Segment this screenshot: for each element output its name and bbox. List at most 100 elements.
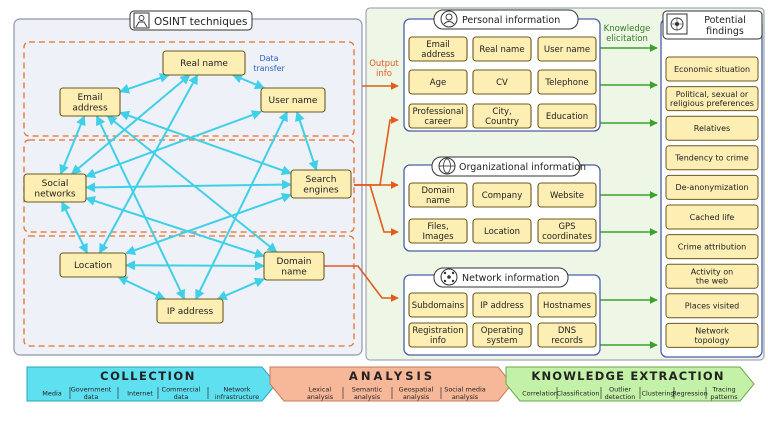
- osint-title-tab: [129, 10, 253, 31]
- network-icon: [440, 268, 458, 286]
- personal-item-1-text-1: Email: [426, 40, 450, 50]
- output-info-label-1: Output: [369, 59, 399, 69]
- network-item-2-text: IP address: [480, 301, 524, 311]
- node-email: [59, 87, 121, 117]
- knowledge-item-6-text-1: Tracing: [711, 386, 735, 394]
- network-title-tab: [433, 267, 569, 288]
- collection-band: [26, 366, 277, 402]
- person-icon: [440, 10, 458, 28]
- knowledge-item-1-text: Correlation: [522, 389, 558, 397]
- finding-1-text: Economic situation: [674, 65, 750, 74]
- knowledge-elicitation-label-1: Knowledge: [604, 24, 651, 34]
- link-real-name-user-name: [231, 73, 266, 90]
- collection-item-1-text: Media: [42, 389, 62, 397]
- analysis-item-3-text-2: analysis: [403, 393, 430, 401]
- knowledge-elicitation-label-2: elicitation: [606, 34, 648, 44]
- collection-item-3-text: Internet: [127, 389, 153, 397]
- organizational-title-tab: [431, 156, 581, 177]
- link-location-ip: [117, 276, 166, 300]
- organizational-item-4: [408, 218, 468, 244]
- knowledge-item-4-text: Clustering: [641, 389, 674, 397]
- organizational-item-5-text: Location: [484, 227, 520, 237]
- collection-item-5-text-2: infrastructure: [215, 393, 259, 401]
- data-transfer-label-2: transfer: [253, 64, 285, 73]
- node-real-name: [162, 50, 246, 76]
- network-item-4-text-1: Registration: [412, 326, 463, 336]
- node-domain-text-2: name: [281, 267, 307, 277]
- network-item-1: [408, 292, 468, 318]
- organizational-item-1-text-1: Domain: [422, 186, 455, 196]
- node-location-text: Location: [74, 261, 112, 271]
- potential-findings-title-1: Potential: [704, 15, 746, 26]
- finding-9: [665, 293, 759, 319]
- personal-item-5: [472, 69, 532, 95]
- link-social-location: [61, 201, 88, 254]
- network-item-6-text-2: records: [551, 336, 583, 346]
- globe-icon: [438, 157, 456, 175]
- personal-item-7-text-1: Professional: [412, 107, 463, 117]
- organizational-item-3-text: Website: [550, 191, 584, 201]
- finding-2: [665, 86, 759, 112]
- organizational-item-1: [408, 182, 468, 208]
- network-item-5-text-2: system: [487, 336, 518, 346]
- finding-3: [665, 115, 759, 141]
- node-domain-text-1: Domain: [277, 257, 312, 267]
- node-user-name: [260, 87, 326, 113]
- link-social-search: [85, 179, 292, 193]
- personal-item-4: [408, 69, 468, 95]
- organizational-item-1-text-2: name: [426, 196, 450, 206]
- finding-8-text-2: the web: [696, 277, 728, 286]
- organizational-item-4-text-2: Images: [422, 232, 454, 242]
- output-info-label-2: info: [376, 69, 392, 79]
- knowledge-item-5-text: Regression: [672, 389, 708, 397]
- node-search-text-1: Search: [306, 175, 337, 185]
- personal-item-1: [408, 36, 468, 62]
- findings-icon: [666, 13, 688, 35]
- finding-10: [665, 322, 759, 348]
- network-title: Network information: [462, 273, 560, 284]
- analysis-item-1-text-1: Lexical: [309, 386, 332, 394]
- network-item-5: [472, 322, 532, 348]
- section-identity: [23, 41, 355, 137]
- output-info-arrows: [324, 82, 399, 302]
- network-item-5-text-1: Operating: [481, 326, 524, 336]
- personal-item-9: [537, 103, 597, 129]
- finding-7-text: Crime attribution: [678, 242, 747, 251]
- network-item-2: [472, 292, 532, 318]
- finding-6-text: Cached life: [690, 213, 735, 222]
- collection-item-5-text-1: Network: [223, 386, 250, 394]
- link-domain-location: [125, 260, 265, 271]
- node-social-text-1: Social: [42, 179, 69, 189]
- collection-item-4-text-1: Commercial: [162, 386, 201, 394]
- analysis-item-2-text-2: analysis: [354, 393, 381, 401]
- analysis-item-1-text-2: analysis: [307, 393, 334, 401]
- analysis-item-4-text-2: analysis: [452, 393, 479, 401]
- network-item-3: [537, 292, 597, 318]
- finding-8-text-1: Activity on: [691, 267, 733, 276]
- node-email-text-1: Email: [78, 93, 103, 103]
- knowledge-item-2-text: Classification: [556, 389, 599, 397]
- network-item-6: [537, 322, 597, 348]
- personal-item-7: [408, 103, 468, 129]
- analysis-title: ANALYSIS: [349, 369, 435, 383]
- organizational-title: Organizational information: [459, 162, 586, 173]
- collection-title: COLLECTION: [100, 369, 196, 383]
- personal-title-tab: [433, 9, 579, 30]
- node-ip-text: IP address: [167, 307, 214, 317]
- finding-3-text: Relatives: [694, 124, 730, 133]
- analysis-band: [269, 366, 513, 402]
- personal-item-8-text-2: Country: [485, 117, 519, 127]
- node-real-name-text: Real name: [180, 59, 228, 69]
- knowledge-extraction-title: KNOWLEDGE EXTRACTION: [531, 369, 724, 383]
- finding-8: [665, 263, 759, 289]
- personal-item-3-text: User name: [544, 45, 590, 55]
- link-email-social: [59, 115, 86, 175]
- personal-item-3: [537, 36, 597, 62]
- knowledge-extraction-band: [505, 366, 755, 402]
- organizational-item-2-text: Company: [482, 191, 522, 201]
